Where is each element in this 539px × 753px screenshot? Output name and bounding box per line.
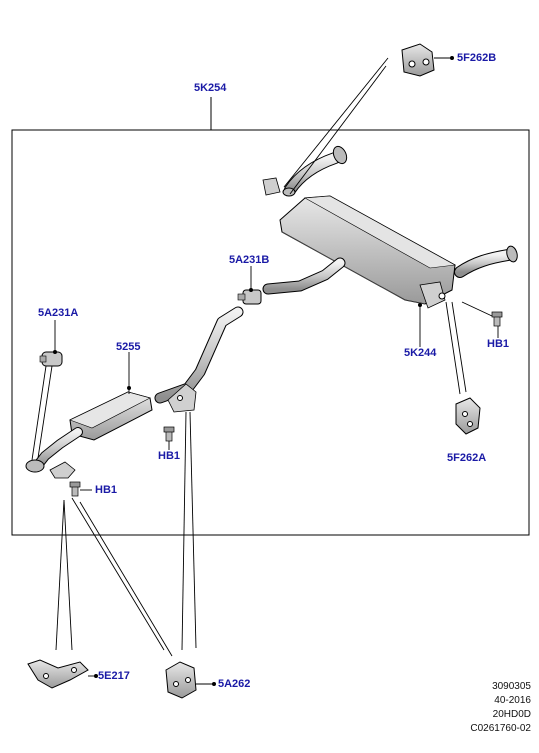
callout-hb1-left[interactable]: HB1 xyxy=(95,484,118,496)
reference-code-block: 3090305 40-2016 20HD0D C0261760-02 xyxy=(470,680,531,736)
reference-line-2: 40-2016 xyxy=(494,695,531,706)
callout-5a262[interactable]: 5A262 xyxy=(218,678,251,690)
reference-line-3: 20HD0D xyxy=(492,709,531,720)
bolt-hb1-right[interactable] xyxy=(491,311,503,327)
callout-5f262a[interactable]: 5F262A xyxy=(447,452,487,464)
callout-5255[interactable]: 5255 xyxy=(116,341,141,353)
clamp-5a231a[interactable] xyxy=(39,351,63,367)
callout-5a231a[interactable]: 5A231A xyxy=(38,307,79,319)
intermediate-pipe[interactable] xyxy=(25,306,244,479)
clamp-5a231b[interactable] xyxy=(237,289,262,305)
insulator-5f262b[interactable] xyxy=(401,43,435,77)
bolt-hb1-mid[interactable] xyxy=(163,426,175,442)
callout-hb1-mid[interactable]: HB1 xyxy=(158,450,181,462)
leader-lines xyxy=(31,57,499,685)
callout-5k254[interactable]: 5K254 xyxy=(194,82,227,94)
assembly-frame xyxy=(11,129,530,536)
reference-line-4: C0261760-02 xyxy=(470,723,531,734)
bolt-hb1-left[interactable] xyxy=(69,481,81,497)
callout-5a231b[interactable]: 5A231B xyxy=(229,254,270,266)
bracket-5e217[interactable] xyxy=(27,659,89,689)
callout-hb1-right[interactable]: HB1 xyxy=(487,338,510,350)
insulator-5a262[interactable] xyxy=(165,661,197,699)
callout-5e217[interactable]: 5E217 xyxy=(98,670,130,682)
callout-5k244[interactable]: 5K244 xyxy=(404,347,437,359)
reference-line-1: 3090305 xyxy=(492,681,531,692)
insulator-5f262a[interactable] xyxy=(455,397,481,435)
leader-dots xyxy=(53,56,454,686)
callout-5f262b[interactable]: 5F262B xyxy=(457,52,497,64)
rear-silencer[interactable] xyxy=(262,144,519,309)
